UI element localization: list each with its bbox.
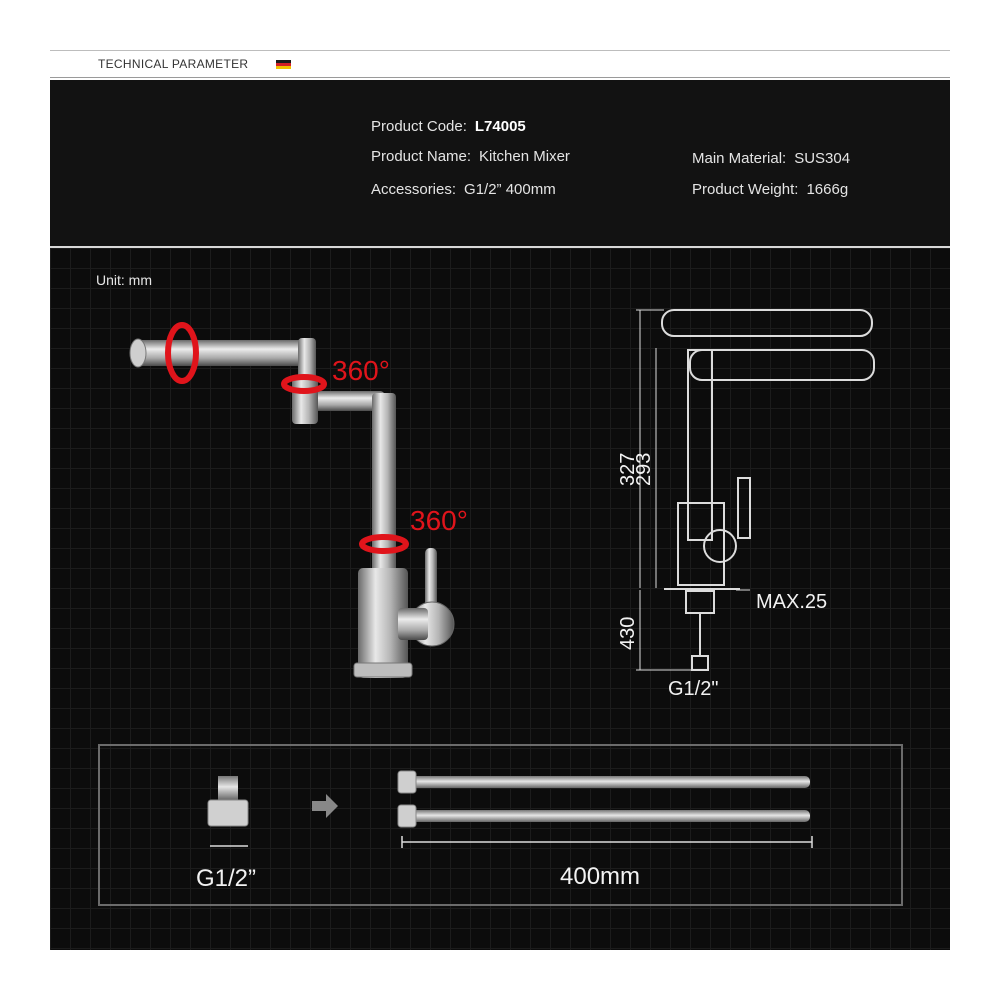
outline-body [677,502,725,586]
dim-430: 430 [617,617,639,650]
flag-stripe-black [276,60,291,63]
accessories-illustration: G1/2” 400mm [196,770,813,892]
outline-fitting [691,655,709,671]
spec-product-code: Product Code: L74005 [371,118,526,135]
spec-label: Product Weight: [692,181,799,198]
rotate-arrow-joint-icon [281,374,327,394]
spec-product-weight: Product Weight: 1666g [692,181,848,198]
spec-accessories: Accessories: G1/2” 400mm [371,181,556,198]
spec-label: Product Name: [371,148,472,165]
spec-label: Main Material: [692,150,787,167]
spec-label: Product Code: [371,118,467,135]
arm-joint [298,338,316,382]
hose-upper-nut [397,770,417,794]
german-flag-icon [276,60,291,69]
rotate-arrow-body-icon [359,534,409,554]
section-title: TECHNICAL PARAMETER [98,57,249,71]
spec-value: L74005 [474,118,526,135]
connector-nut [207,799,249,827]
spec-value: 1666g [806,181,849,198]
spec-main-material: Main Material: SUS304 [692,150,850,167]
accessories-box: G1/2” 400mm [98,744,903,906]
flag-stripe-red [276,63,291,66]
outline-knob [703,529,737,563]
handle-neck [398,608,428,640]
max-label: MAX.25 [756,591,827,613]
spec-label: Accessories: [371,181,457,198]
header-bottom-rule [50,77,950,78]
hose-length-label: 400mm [560,863,640,890]
lower-joint [292,378,318,424]
thread-label: G1/2" [668,678,718,700]
connector-top [218,776,238,800]
riser-pipe [372,393,396,578]
spec-value: Kitchen Mixer [479,148,570,165]
technical-drawing-panel: Unit: mm [50,248,950,950]
dim-293: 293 [633,453,655,486]
header-top-rule [50,50,950,51]
section-divider [50,246,950,248]
spec-value: SUS304 [794,150,851,167]
connector-label: G1/2” [196,865,256,892]
outline-handle [737,477,751,539]
rotation-label-bottom: 360° [410,505,468,536]
rotation-label-top: 360° [332,355,390,386]
faucet-photo: 360° 360° [129,322,468,678]
upper-arm [132,340,310,366]
faucet-base [353,662,413,678]
faucet-body [358,568,408,678]
outline-lower-arm [689,349,875,381]
hose-lower [400,810,810,822]
unit-label: Unit: mm [96,272,152,288]
outline-upper-arm [661,309,873,337]
spec-product-name: Product Name: Kitchen Mixer [371,148,570,165]
dim-327: 327 [617,453,639,486]
rotate-arrow-spout-icon [165,322,199,384]
hose-upper [400,776,810,788]
arrow-right-icon [312,794,338,818]
flag-stripe-gold [276,66,291,69]
spout-end [129,338,147,368]
outline-nut [685,590,715,614]
spec-panel: Product Code: L74005 Product Name: Kitchen… [50,80,950,246]
outline-riser [687,349,713,541]
hose-lower-nut [397,804,417,828]
spec-value: G1/2” 400mm [464,181,556,198]
dimension-drawing: 327 293 430 MAX.25 G1/2" [617,309,875,700]
